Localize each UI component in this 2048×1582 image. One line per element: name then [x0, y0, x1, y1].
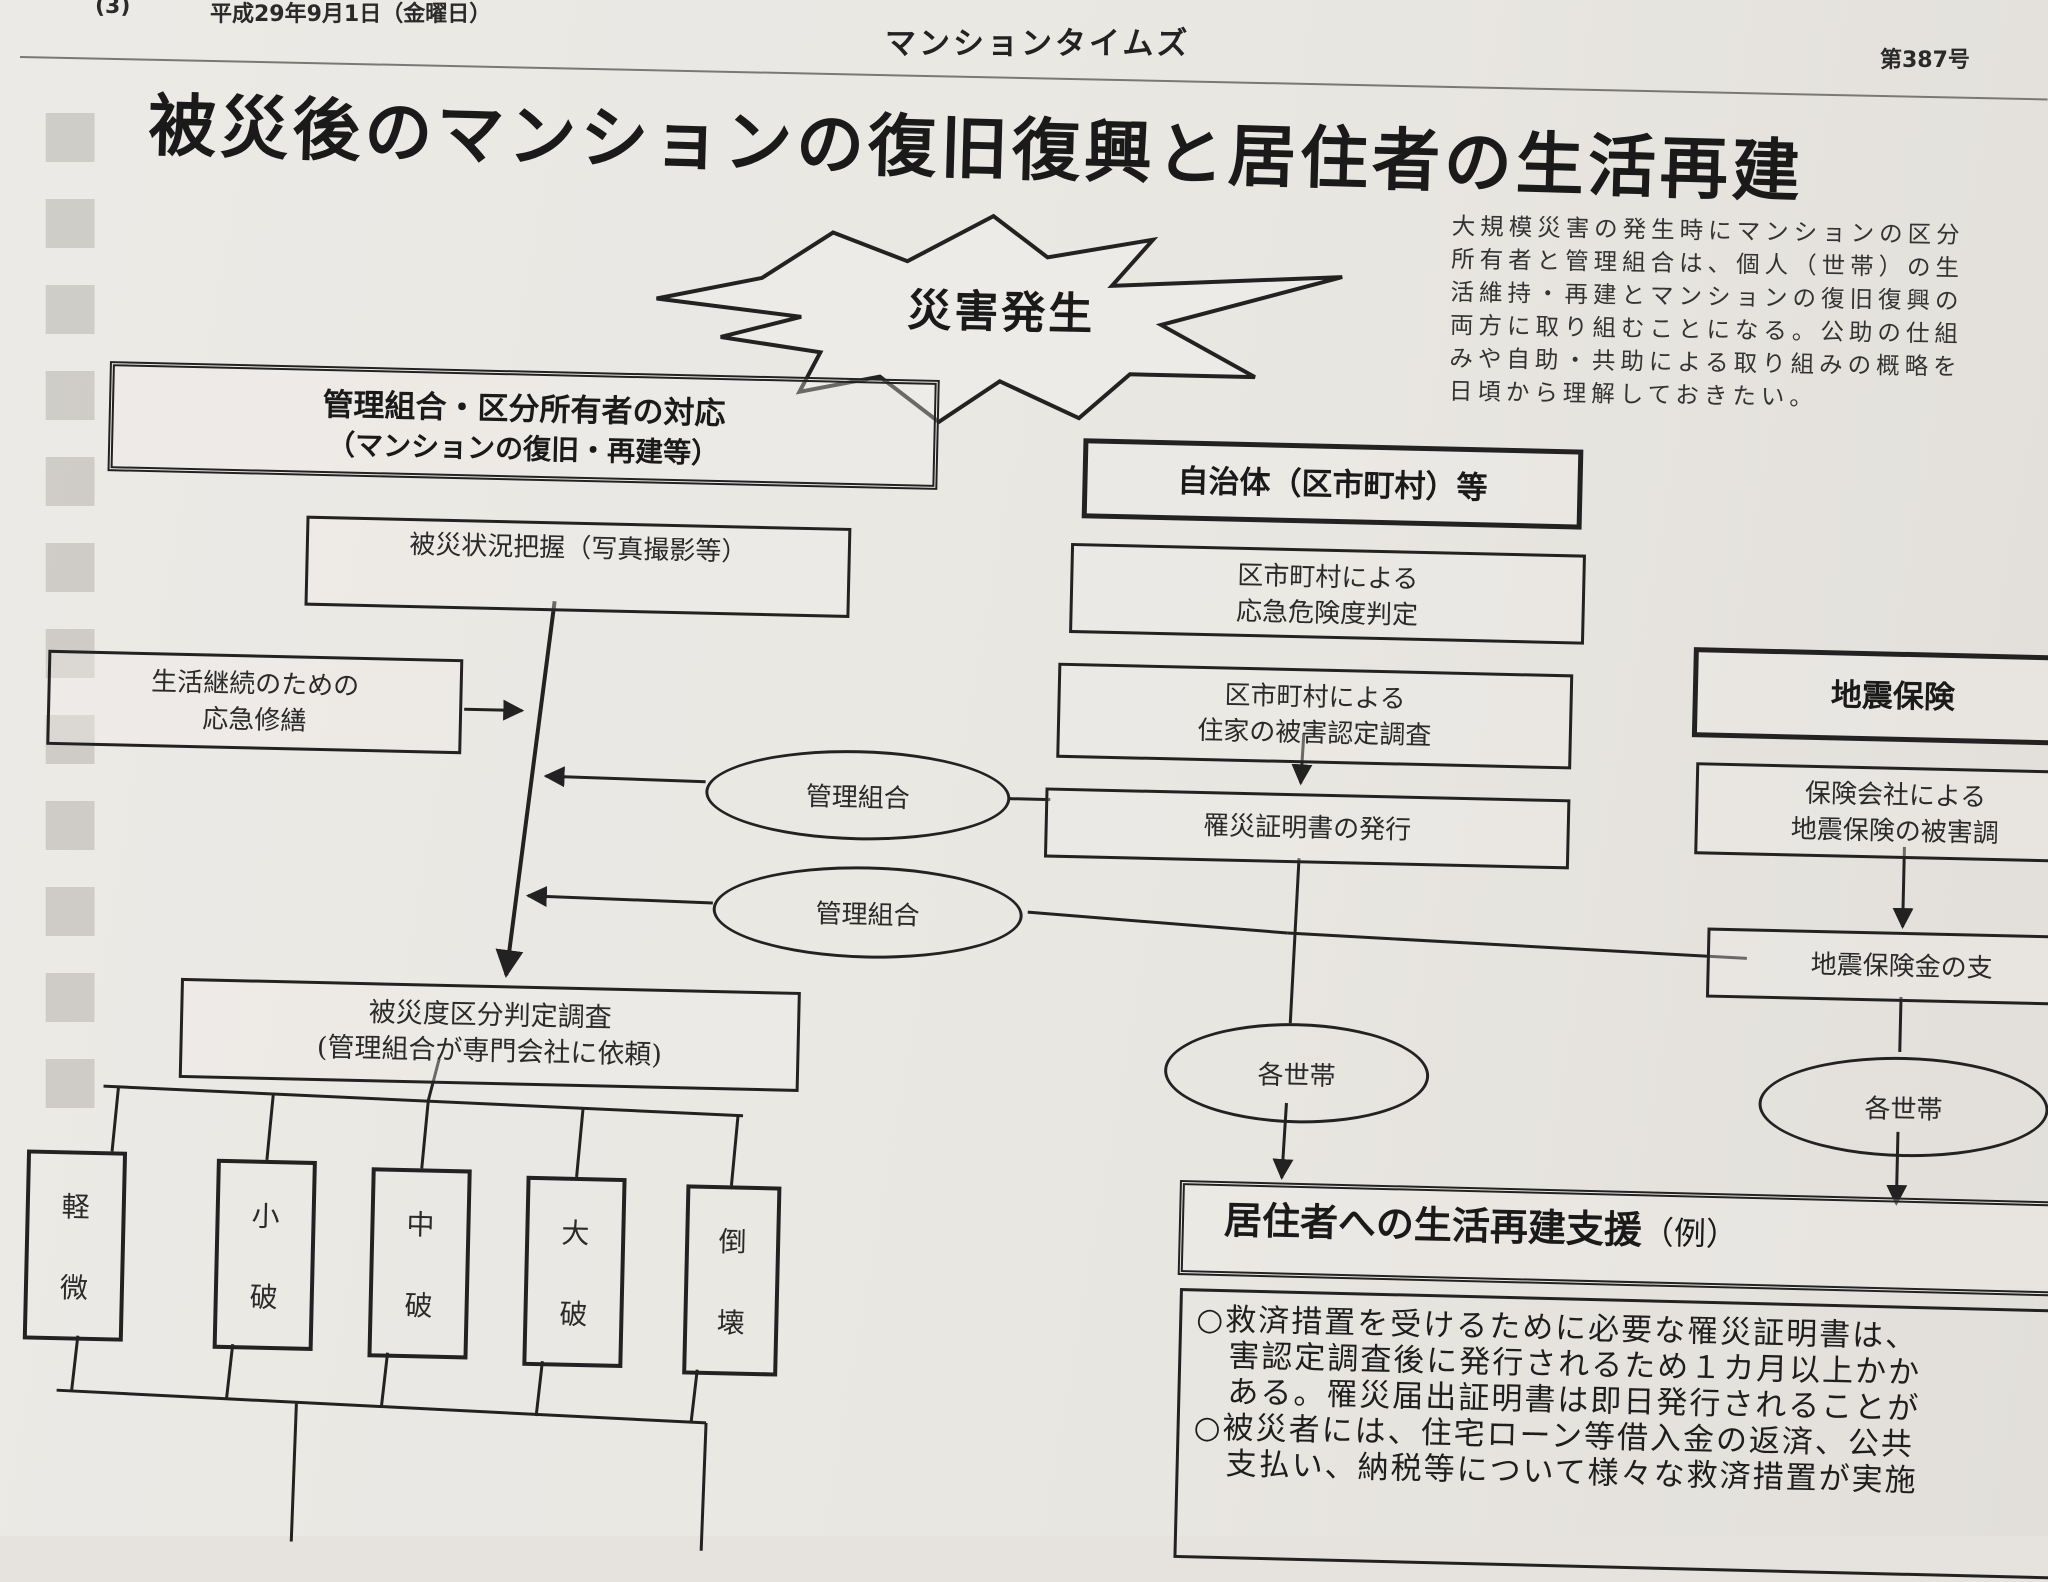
insurance-payment-text: 地震保険金の支	[1810, 949, 1994, 985]
category-char: 倒	[718, 1224, 748, 1259]
newspaper-name: マンションタイムズ	[885, 26, 1191, 62]
association-response-header: 管理組合・区分所有者の対応 （マンションの復旧・再建等）	[107, 361, 940, 490]
association-oval-2-text: 管理組合	[815, 898, 920, 932]
category-char: 小	[251, 1199, 281, 1233]
damage-survey-box: 被災度区分判定調査 (管理組合が専門会社に依頼)	[178, 977, 801, 1092]
municipality-header-text: 自治体（区市町村）等	[1177, 463, 1488, 507]
category-medium: 中 破	[367, 1167, 472, 1360]
insurance-header: 地震保険	[1691, 647, 2048, 747]
disaster-burst	[656, 213, 1343, 425]
certificate-issue-box: 罹災証明書の発行	[1043, 787, 1571, 870]
association-oval-1-text: 管理組合	[805, 781, 911, 814]
category-char: 微	[59, 1270, 89, 1305]
category-char: 大	[560, 1216, 590, 1250]
households-oval-2-text: 各世帯	[1864, 1093, 1943, 1126]
category-small: 小 破	[212, 1158, 317, 1351]
category-minor: 軽 微	[22, 1149, 128, 1342]
certificate-issue-text: 罹災証明書の発行	[1202, 811, 1412, 846]
category-char: 破	[249, 1280, 279, 1314]
support-list: ○救済措置を受けるために必要な罹災証明書は、 害認定調査後に発行されるため１カ月…	[1173, 1288, 2048, 1580]
support-header-note: （例）	[1641, 1213, 1739, 1254]
category-major: 大 破	[522, 1175, 627, 1369]
insurance-payment-box: 地震保険金の支	[1705, 927, 2048, 1007]
category-collapse: 倒 壊	[682, 1184, 782, 1377]
category-char: 壊	[716, 1305, 746, 1340]
category-char: 中	[406, 1207, 435, 1242]
insurance-survey-box: 保険会社による 地震保険の被害調	[1694, 762, 2048, 864]
support-header-main: 居住者への生活再建支援	[1223, 1198, 1643, 1253]
category-char: 破	[559, 1297, 588, 1331]
disaster-label: 災害発生	[906, 285, 1096, 341]
damage-grasp-box: 被災状況把握（写真撮影等）	[304, 515, 852, 618]
danger-check-box: 区市町村による 応急危険度判定	[1069, 542, 1586, 645]
bleed-through-decoration: ■■■■■■■■■■■■	[40, 96, 101, 1116]
issue-date: 平成29年9月1日（金曜日）	[210, 2, 492, 27]
emergency-repair-box: 生活継続のための 応急修繕	[46, 649, 464, 755]
households-oval-1-text: 各世帯	[1257, 1059, 1336, 1092]
category-char: 軽	[61, 1189, 91, 1224]
page-number: (3)	[95, 0, 131, 19]
damage-grasp-text: 被災状況把握（写真撮影等）	[409, 529, 748, 568]
insurance-header-text: 地震保険	[1830, 677, 1956, 717]
issue-number: 第387号	[1880, 48, 1970, 73]
municipality-header: 自治体（区市町村）等	[1081, 438, 1584, 530]
insurance-survey-line2: 地震保険の被害調	[1790, 814, 2000, 850]
damage-certification-box: 区市町村による 住家の被害認定調査	[1056, 662, 1574, 770]
category-char: 破	[404, 1288, 434, 1323]
